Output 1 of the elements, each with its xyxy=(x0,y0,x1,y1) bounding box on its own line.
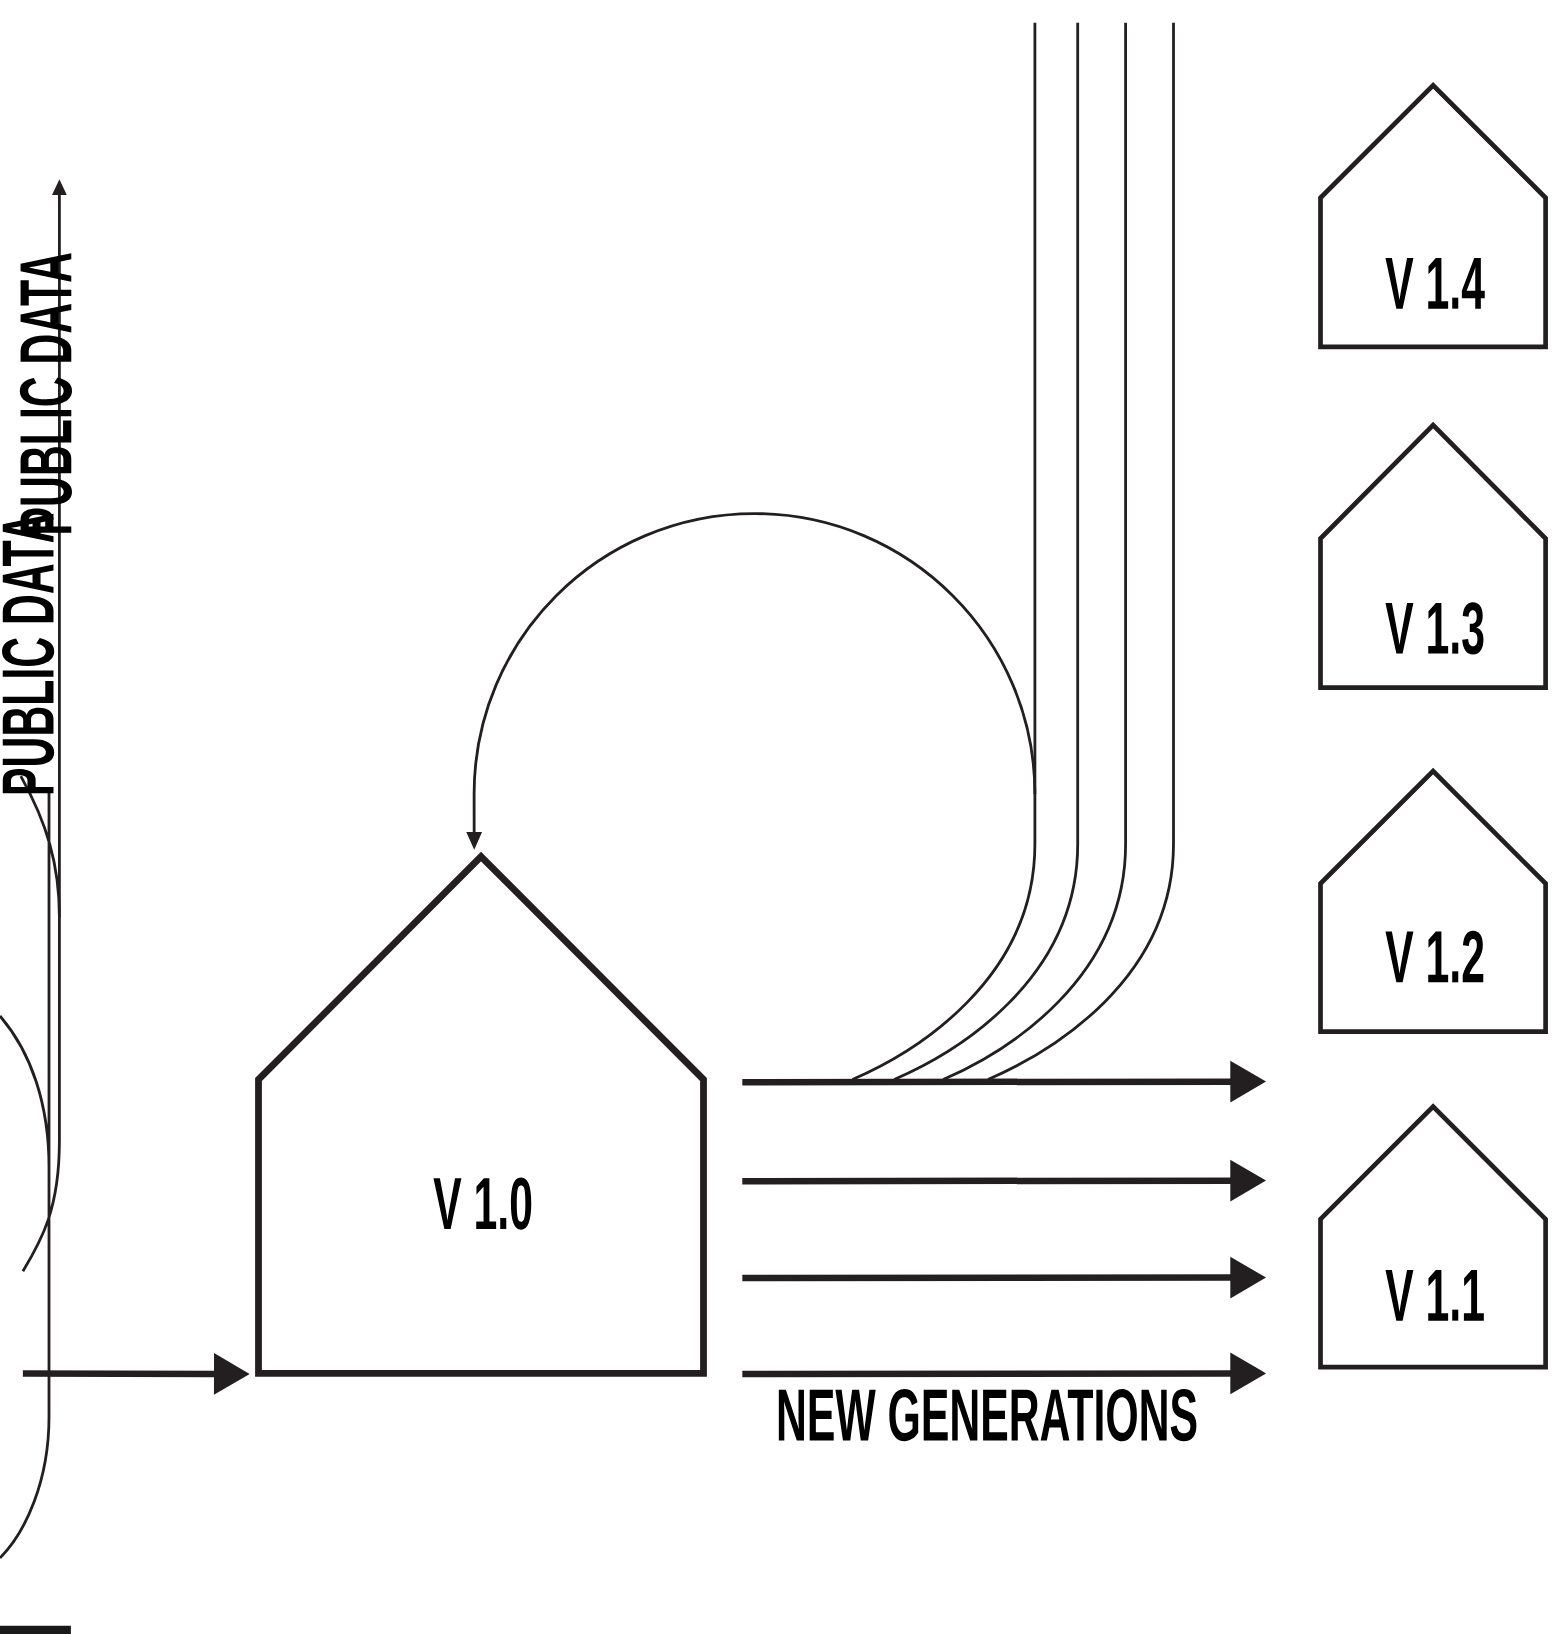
edge-label: NEW GENERATIONS xyxy=(778,1389,1197,1442)
